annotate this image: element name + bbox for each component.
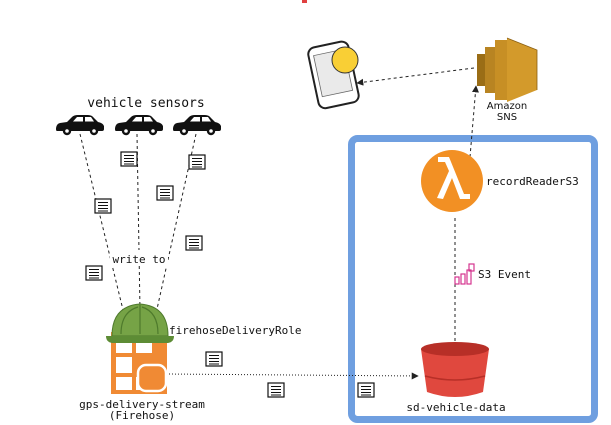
- document-icon: [120, 151, 138, 167]
- sns-label-line1: Amazon: [487, 101, 527, 112]
- s3-event-icon: [454, 263, 475, 285]
- s3-bucket-icon: [421, 342, 489, 397]
- top-fragment: [302, 0, 307, 3]
- firehose-type-label: (Firehose): [109, 409, 175, 422]
- lambda-label: recordReaderS3: [486, 175, 579, 188]
- car-icon: [56, 115, 104, 136]
- bucket-label: sd-vehicle-data: [406, 401, 505, 414]
- firehose-to-bucket-line: [165, 372, 419, 380]
- sns-to-phone-line: [356, 67, 475, 86]
- lambda-to-sns-line: [469, 85, 479, 158]
- s3-event-label: S3 Event: [478, 268, 531, 281]
- firehose-name-label: gps-delivery-stream: [79, 398, 205, 411]
- car-icon: [115, 115, 163, 136]
- sensor-line-1: [79, 133, 126, 319]
- document-icon: [85, 265, 103, 281]
- document-icon: [267, 382, 285, 398]
- document-icon: [205, 351, 223, 367]
- phone-icon: [307, 40, 360, 110]
- lambda-icon: [421, 150, 483, 212]
- write-to-label: write to: [113, 253, 166, 266]
- helmet-icon: [106, 303, 174, 343]
- document-icon: [156, 185, 174, 201]
- sns-icon: [477, 37, 538, 102]
- document-icon: [188, 154, 206, 170]
- sensor-line-2: [136, 133, 141, 311]
- processing-boundary: [348, 135, 598, 423]
- document-icon: [357, 382, 375, 398]
- write-to-bg: [110, 250, 168, 266]
- car-icon: [173, 115, 221, 136]
- document-icon: [94, 198, 112, 214]
- document-icon: [185, 235, 203, 251]
- sns-label-line2: SNS: [497, 112, 517, 123]
- vehicle-sensors-label: vehicle sensors: [87, 96, 204, 111]
- firehose-role-label: firehoseDeliveryRole: [169, 324, 301, 337]
